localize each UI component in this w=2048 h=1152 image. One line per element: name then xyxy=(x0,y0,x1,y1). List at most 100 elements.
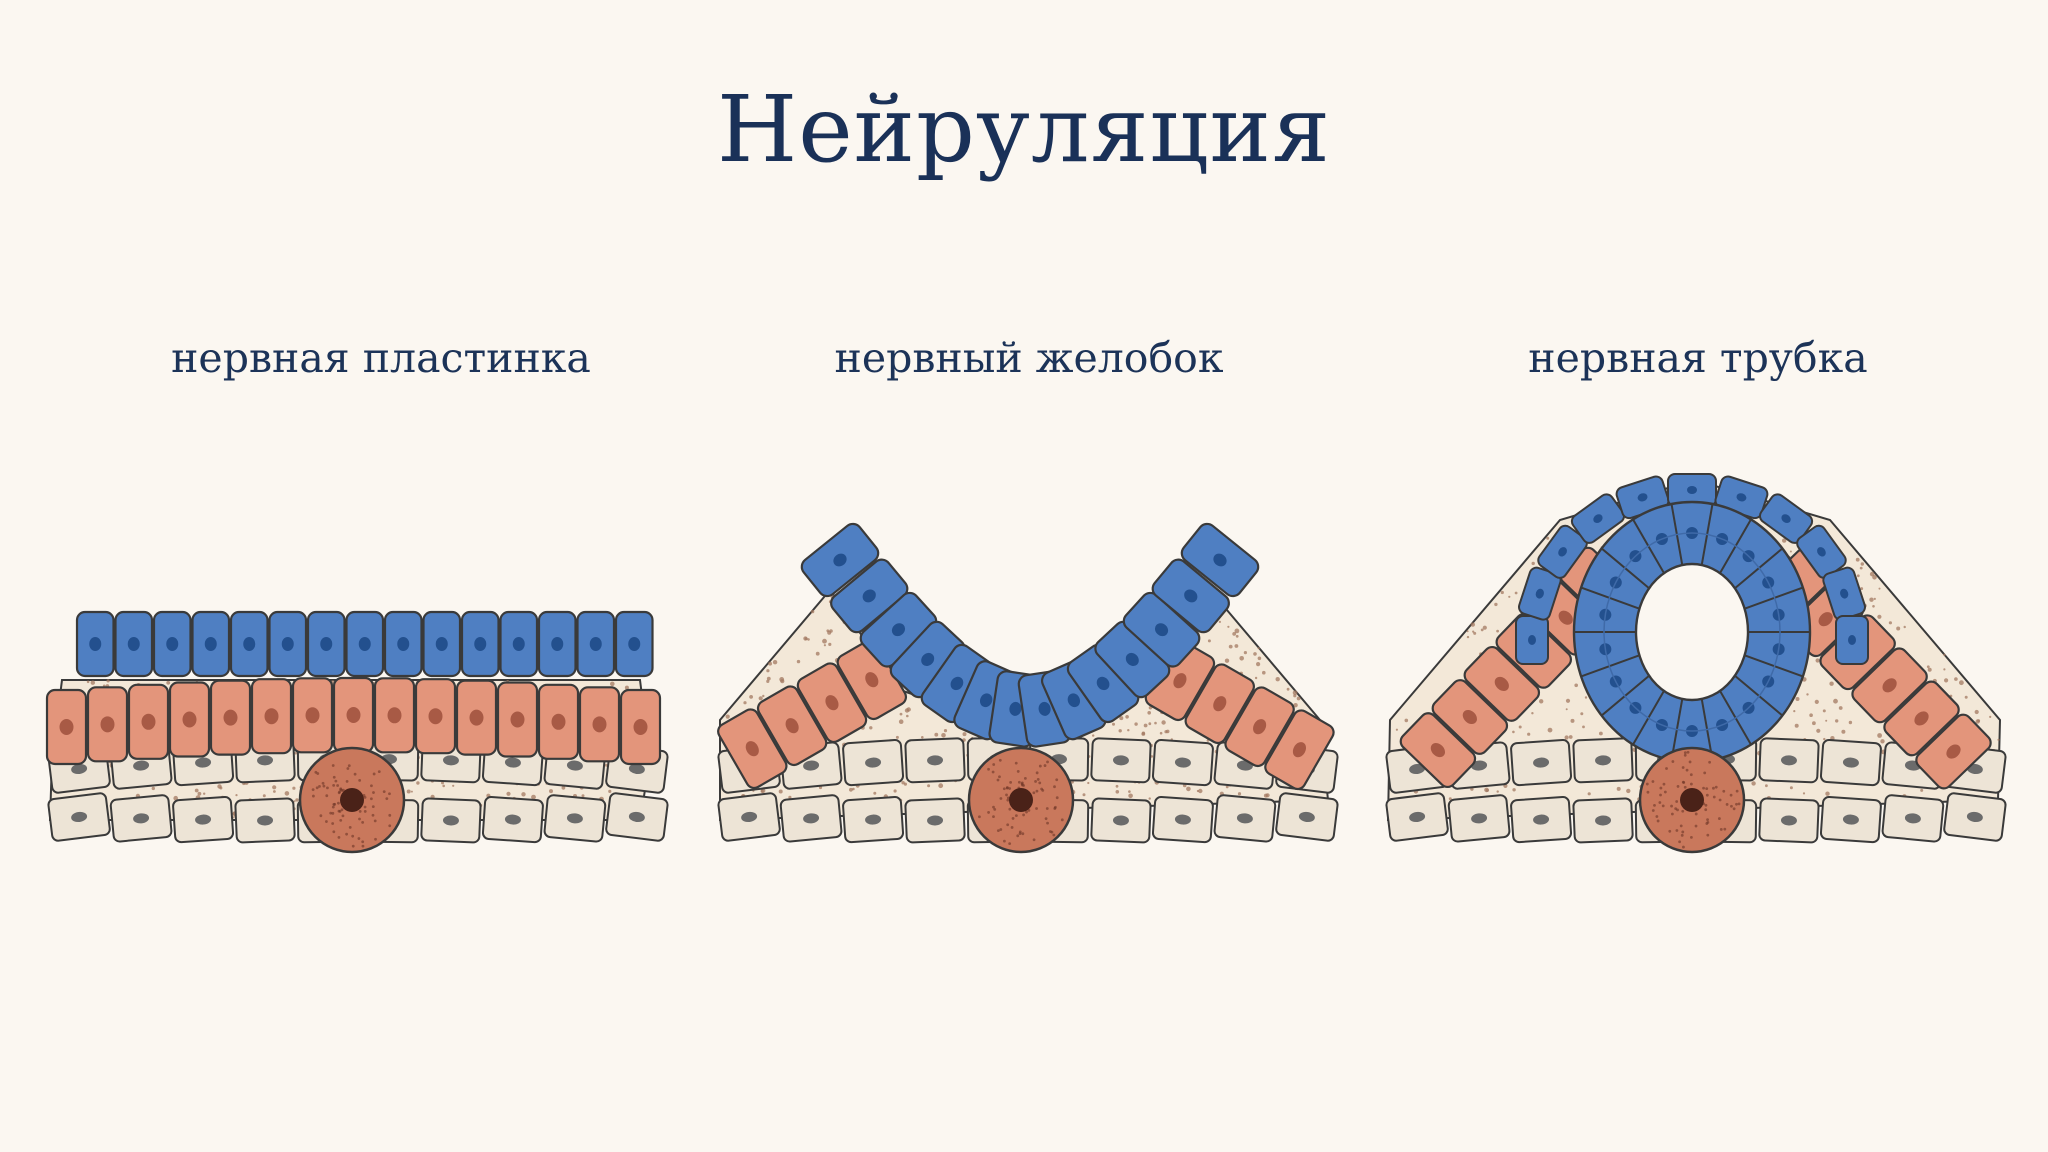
neural-groove-cell xyxy=(1094,620,1171,699)
ectoderm-arch-cell-nucleus xyxy=(1593,514,1603,524)
stipple-dot xyxy=(938,783,944,789)
notochord-dot xyxy=(1685,768,1689,772)
neural-groove-cell-nucleus xyxy=(921,652,935,667)
stipple-dot xyxy=(1224,658,1230,663)
stipple-dot xyxy=(1159,731,1163,735)
ectoderm-arch-cell xyxy=(1515,615,1549,665)
stipple-dot xyxy=(823,644,827,647)
mesoderm-cell xyxy=(756,685,828,767)
stipple-dot xyxy=(943,729,948,733)
notochord-dot xyxy=(361,820,365,824)
endoderm-cell xyxy=(109,794,173,843)
endoderm-cell-nucleus xyxy=(1112,755,1129,766)
notochord-dot xyxy=(1717,817,1721,820)
notochord-dot xyxy=(1008,807,1012,811)
notochord-dot xyxy=(1658,801,1662,804)
notochord-dot xyxy=(992,763,996,766)
notochord-dot xyxy=(1706,833,1710,837)
endoderm-cell xyxy=(1881,794,1945,843)
stipple-dot xyxy=(1539,699,1544,704)
neural-groove-cell-nucleus xyxy=(1154,623,1169,637)
notochord-dot xyxy=(1683,751,1687,755)
notochord-dot xyxy=(1035,771,1039,775)
stipple-dot xyxy=(1531,712,1534,715)
notochord-dot xyxy=(1722,789,1726,793)
ectoderm-arch-cell xyxy=(1835,615,1869,665)
neural-plate-cell-nucleus xyxy=(551,637,564,651)
stipple-dot xyxy=(1148,722,1152,726)
notochord-dot xyxy=(1719,828,1723,831)
mesoderm-cell xyxy=(619,688,662,766)
mesoderm-cell xyxy=(1224,686,1295,768)
endoderm-cell xyxy=(605,792,669,842)
stipple-dot xyxy=(899,712,903,716)
notochord-dot xyxy=(1659,793,1662,797)
notochord-dot xyxy=(1055,796,1059,800)
stipple-dot xyxy=(1855,557,1860,562)
notochord-dot xyxy=(1683,785,1687,789)
notochord-dot xyxy=(1681,766,1685,769)
endoderm-cell xyxy=(1447,794,1511,843)
ectoderm-arch-cell-nucleus xyxy=(1535,588,1544,599)
neural-plate-cell-nucleus xyxy=(512,637,525,651)
stipple-dot xyxy=(1531,561,1535,566)
stipple-dot xyxy=(1943,653,1946,656)
endoderm-cell xyxy=(1275,792,1339,842)
endoderm-cell xyxy=(1510,796,1573,844)
stipple-dot xyxy=(294,751,298,755)
endoderm-cell-nucleus xyxy=(927,755,944,766)
stipple-dot xyxy=(406,789,411,794)
notochord-dot xyxy=(348,826,352,829)
stipple-dot xyxy=(1494,602,1498,607)
stipple-dot xyxy=(1599,731,1603,736)
endoderm-cell-nucleus xyxy=(803,760,820,771)
notochord-dot xyxy=(1689,773,1693,777)
notochord-dot xyxy=(373,819,377,823)
notochord-dot xyxy=(1046,821,1049,825)
stipple-dot xyxy=(106,679,110,683)
mesoderm-cell-nucleus xyxy=(428,708,443,725)
notochord-dot xyxy=(326,786,329,790)
notochord-dot xyxy=(1005,793,1008,797)
mesoderm-cell-nucleus xyxy=(469,709,484,726)
neural-groove-cell-nucleus xyxy=(1009,701,1022,716)
stage-neural-groove xyxy=(717,522,1339,854)
notochord-dot xyxy=(361,844,365,848)
stipple-dot xyxy=(852,787,855,791)
stipple-dot xyxy=(796,659,801,664)
stipple-dot xyxy=(1225,785,1229,789)
notochord-dot xyxy=(332,775,336,779)
mesoderm-cell xyxy=(127,683,170,760)
notochord-dot xyxy=(345,780,349,783)
notochord-dot xyxy=(1014,761,1018,765)
neural-groove-cell-nucleus xyxy=(1067,693,1081,708)
notochord-dot xyxy=(1679,824,1683,828)
endoderm-cell-nucleus xyxy=(504,757,521,768)
stipple-dot xyxy=(1508,595,1511,598)
neural-plate-cell-nucleus xyxy=(166,637,179,651)
notochord-dot xyxy=(332,783,336,787)
stipple-dot xyxy=(829,629,833,633)
notochord-dot xyxy=(370,784,373,788)
stipple-dot xyxy=(1500,590,1504,595)
stipple-dot xyxy=(1926,665,1930,669)
endoderm-cell xyxy=(543,794,607,843)
notochord-dot xyxy=(992,815,995,818)
stipple-dot xyxy=(1903,625,1906,629)
stipple-dot xyxy=(815,651,820,656)
stipple-dot xyxy=(1997,738,2000,741)
endoderm-cell-nucleus xyxy=(133,760,150,771)
notochord-dot xyxy=(1008,787,1012,790)
endoderm-cell-nucleus xyxy=(133,813,150,824)
stipple-dot xyxy=(1234,628,1240,634)
stipple-dot xyxy=(1256,662,1261,667)
stipple-dot xyxy=(1275,677,1280,682)
mesoderm-cell-nucleus xyxy=(1946,744,1961,759)
mesoderm-cell-nucleus xyxy=(1494,676,1509,691)
ectoderm-arch-cell-nucleus xyxy=(1637,493,1648,502)
notochord-dot xyxy=(1732,807,1736,811)
stipple-dot xyxy=(766,679,770,684)
stipple-dot xyxy=(1587,792,1591,796)
neural-plate-cell xyxy=(268,610,308,678)
mesoderm-cell xyxy=(1431,679,1509,755)
